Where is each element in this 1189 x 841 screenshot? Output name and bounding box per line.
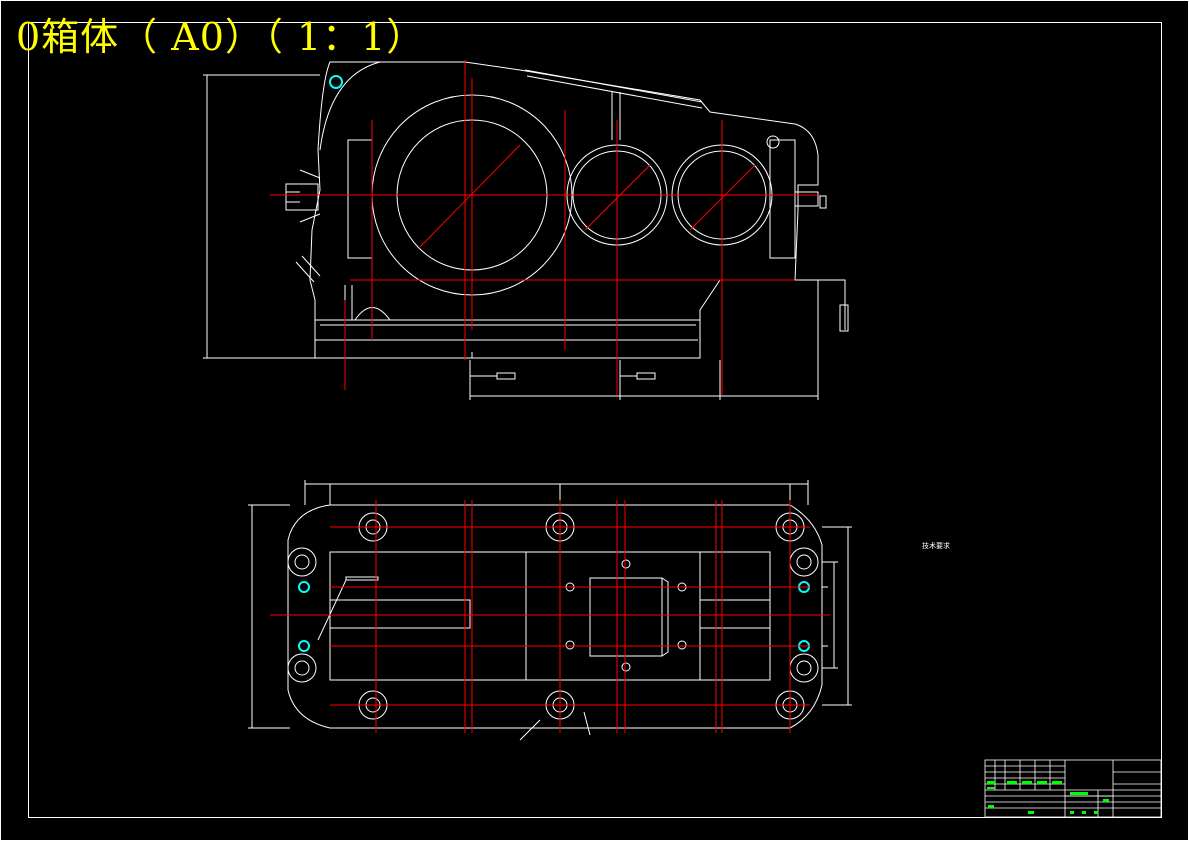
drawing-title: 0箱体（ A0）（ 1：1） [16, 15, 426, 59]
top-view [248, 480, 852, 741]
front-view [203, 61, 849, 400]
title-block [984, 759, 1162, 818]
title-block-fill [987, 781, 1109, 814]
top-view-centerlines [270, 500, 830, 733]
technical-requirements-title: 技术要求 [922, 542, 950, 550]
inner-frame [28, 22, 1162, 818]
front-view-centerlines [270, 60, 820, 395]
